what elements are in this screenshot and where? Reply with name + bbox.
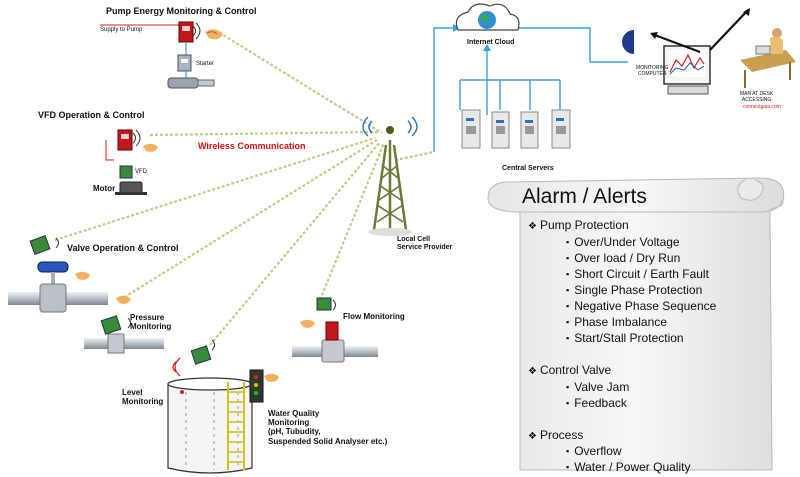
pressure-monitoring-label: Pressure Monitoring (130, 313, 172, 332)
list-item: Single Phase Protection (566, 283, 702, 297)
valve-operation-label: Valve Operation & Control (67, 243, 179, 253)
alarm-title: Alarm / Alerts (522, 185, 647, 208)
list-item: Negative Phase Sequence (566, 299, 716, 313)
list-item: Start/Stall Protection (566, 331, 683, 345)
internet-cloud-label: Internet Cloud (467, 39, 515, 46)
list-item: Phase Imbalance (566, 315, 667, 329)
local-cell-label: Local Cell Service Provider (397, 236, 453, 252)
water-tank (167, 339, 279, 474)
section-control-valve: Control Valve (528, 363, 611, 377)
valve-device (8, 235, 108, 313)
central-servers-label: Central Servers (502, 165, 554, 172)
flow-device (292, 297, 378, 363)
list-item: Short Circuit / Earth Fault (566, 267, 709, 281)
section-pump-protection: Pump Protection (528, 218, 629, 232)
section-process: Process (528, 428, 583, 442)
vfd-device (105, 129, 158, 195)
monitoring-station (622, 8, 796, 95)
flow-monitoring-label: Flow Monitoring (343, 312, 405, 321)
list-item: Overflow (566, 444, 621, 458)
vfd-operation-label: VFD Operation & Control (38, 110, 145, 120)
wireless-communication-label: Wireless Communication (198, 141, 306, 151)
internet-cloud (455, 3, 520, 31)
pump-energy-device (100, 21, 223, 89)
list-item: Over load / Dry Run (566, 251, 680, 265)
network-links (433, 27, 628, 152)
level-monitoring-label: Level Monitoring (122, 388, 164, 407)
supply-to-pump-label: Supply to Pump (100, 27, 143, 33)
water-quality-label: Water Quality Monitoring (pH, Tubudity, … (268, 409, 388, 446)
motor-label: Motor (93, 184, 116, 193)
pump-energy-label: Pump Energy Monitoring & Control (106, 6, 257, 16)
arrowheads (453, 24, 491, 51)
list-item: Water / Power Quality (566, 460, 690, 474)
list-item: Valve Jam (566, 380, 629, 394)
monitoring-computer-label: MONITORING COMPUTER (636, 65, 669, 77)
starter-label: Starter (196, 61, 215, 67)
wireless-links (54, 29, 435, 346)
connectgaia-label: connectgaia.com (743, 104, 781, 110)
pressure-device (84, 295, 164, 354)
list-item: Over/Under Voltage (566, 235, 679, 249)
list-item: Feedback (566, 396, 627, 410)
vfd-label: VFD (135, 169, 147, 175)
man-at-desk-label: MAN AT DESK ACCESSING (740, 91, 774, 103)
central-servers-group (461, 109, 571, 149)
cell-tower (362, 116, 418, 236)
